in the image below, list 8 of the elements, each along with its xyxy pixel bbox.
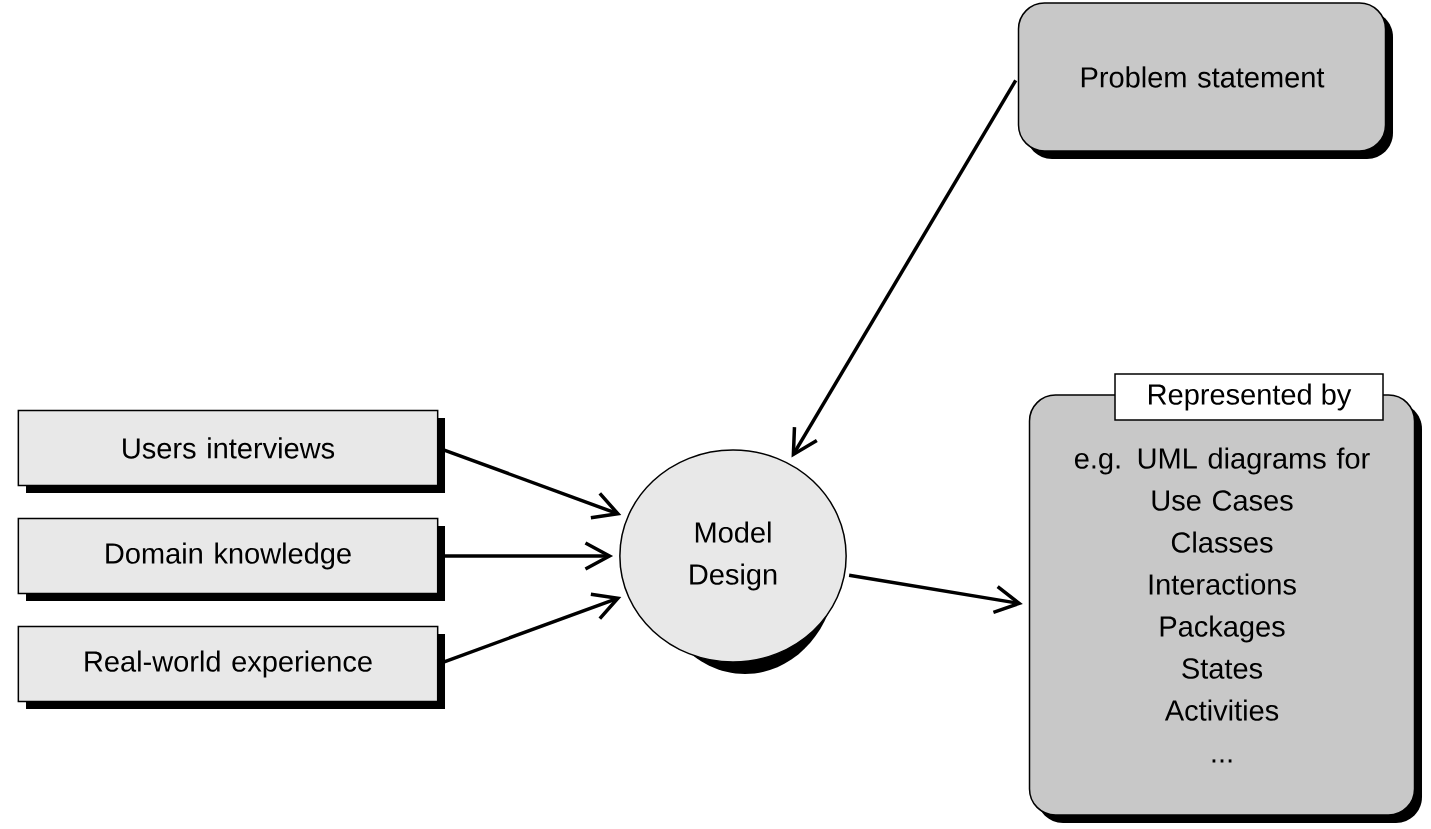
arrow (442, 541, 614, 571)
source-box: Real-world experience (17, 625, 445, 709)
statement-box: Problem statement (1017, 2, 1393, 159)
tab-label: Represented by (1114, 373, 1384, 421)
arrow (791, 79, 1018, 458)
source-box: Users interviews (17, 409, 445, 493)
source-box: Domain knowledge (17, 517, 445, 601)
arrow (848, 573, 1023, 614)
